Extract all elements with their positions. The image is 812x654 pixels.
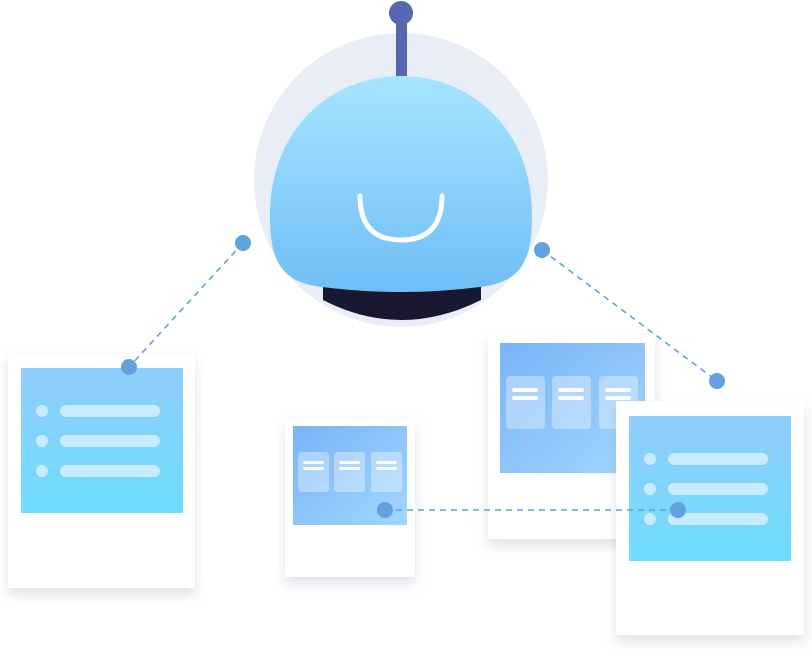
node-dot [534, 242, 550, 258]
list-rows [36, 405, 160, 477]
grid-columns [298, 452, 402, 492]
connector-left [128, 242, 244, 368]
left-list-card [8, 354, 195, 588]
robot-antenna-bulb [389, 1, 413, 25]
connector-right [541, 249, 718, 382]
connector-lines [128, 242, 718, 511]
robot-antenna-stem [396, 16, 407, 80]
connector-nodes [121, 235, 725, 518]
robot-head-icon [254, 1, 548, 327]
node-dot [670, 502, 686, 518]
list-rows [644, 453, 768, 525]
right-list-card [616, 401, 804, 635]
node-dot [235, 235, 251, 251]
node-dot [377, 502, 393, 518]
center-grid-card [285, 419, 415, 577]
robot-dome [270, 76, 532, 292]
robot-smile [357, 193, 445, 243]
node-dot [709, 373, 725, 389]
node-dot [121, 359, 137, 375]
